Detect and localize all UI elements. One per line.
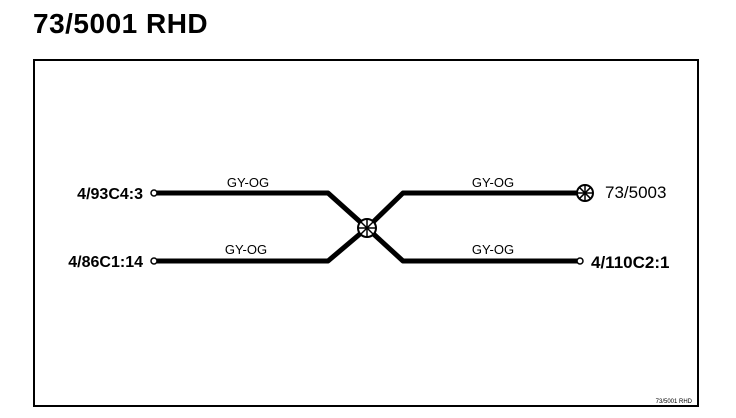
wire-label-left-bottom: GY-OG bbox=[225, 242, 267, 257]
wire-left-top bbox=[157, 190, 369, 230]
wire-label-right-top: GY-OG bbox=[472, 175, 514, 190]
connector-label-left-bottom: 4/86C1:14 bbox=[68, 254, 143, 271]
terminal-right-bottom bbox=[576, 257, 584, 265]
page-title: 73/5001 RHD bbox=[33, 8, 209, 39]
connector-label-right-bottom: 4/110C2:1 bbox=[591, 253, 669, 272]
splice-icon bbox=[357, 218, 377, 238]
footer-label: 73/5001 RHD bbox=[656, 399, 693, 405]
connector-label-left-top: 4/93C4:3 bbox=[77, 186, 143, 203]
terminal-left-top bbox=[150, 189, 158, 197]
wire-left-bottom bbox=[157, 226, 369, 264]
diagram-frame bbox=[33, 59, 699, 407]
wire-right-bottom bbox=[365, 226, 578, 264]
terminal-left-bottom bbox=[150, 257, 158, 265]
connector-label-right-top: 73/5003 bbox=[605, 183, 666, 202]
ground-star-icon bbox=[576, 184, 594, 202]
wire-label-left-top: GY-OG bbox=[227, 175, 269, 190]
wire-label-right-bottom: GY-OG bbox=[472, 242, 514, 257]
wire-right-top bbox=[365, 190, 578, 230]
